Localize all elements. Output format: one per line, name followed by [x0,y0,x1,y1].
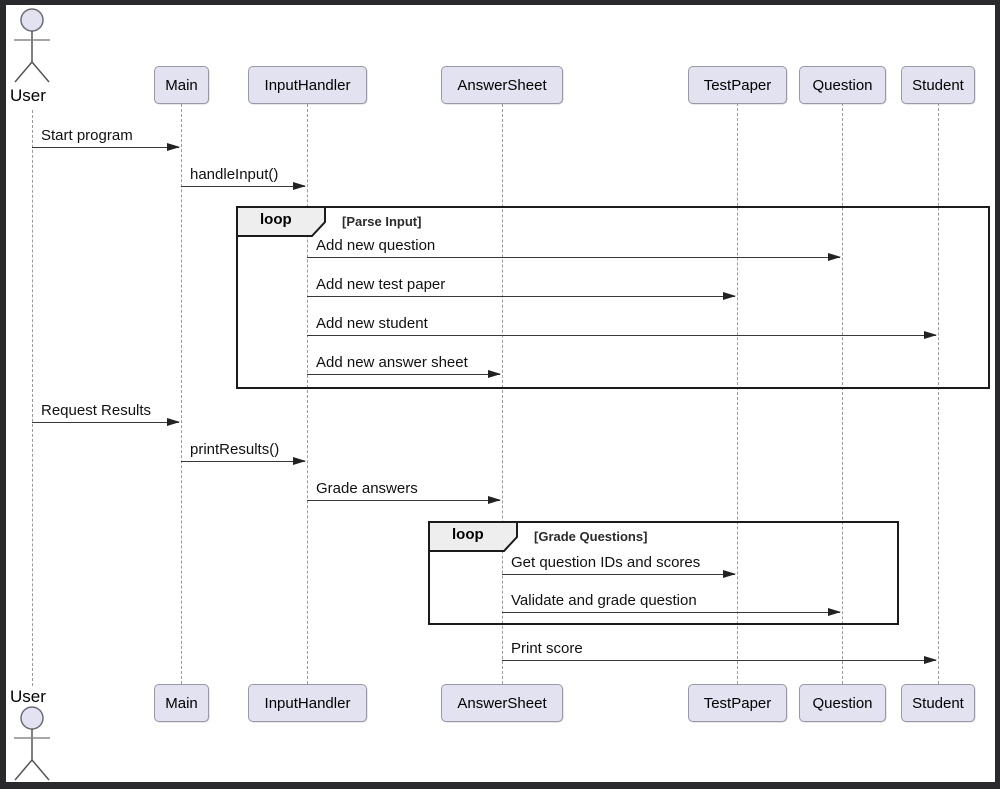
participant-answersheet-top: AnswerSheet [441,66,563,104]
message-label-validate-and-grade: Validate and grade question [511,592,697,609]
message-arrow-add-new-answer-sheet [307,369,501,378]
actor-user-figure-top [14,8,50,83]
participant-question-bottom: Question [799,684,886,722]
arrowhead-icon [167,142,180,151]
message-label-print-score: Print score [511,640,583,657]
message-label-start-program: Start program [41,127,133,144]
message-arrow-add-new-test-paper [307,291,736,300]
lifeline-student [938,103,939,684]
message-label-handleinput: handleInput() [190,166,279,183]
lifeline-question [842,103,843,684]
actor-user-label-top: User [10,86,46,105]
arrowhead-icon [293,456,306,465]
message-label-printresults: printResults() [190,441,280,458]
message-arrow-print-score [502,655,937,664]
actor-user-figure-bottom [14,706,50,781]
message-arrow-request-results [32,417,180,426]
message-label-add-new-answer-sheet: Add new answer sheet [316,354,468,371]
participant-testpaper-top: TestPaper [688,66,787,104]
message-arrow-validate-and-grade [502,607,841,616]
participant-main-top: Main [154,66,209,104]
arrowhead-icon [924,655,937,664]
loop-operator-label: loop [260,211,292,228]
participant-main-bottom: Main [154,684,209,722]
message-arrow-printresults [181,456,306,465]
actor-user-label-bottom: User [10,687,46,706]
loop-pentagon-icon [236,206,326,237]
arrowhead-icon [488,495,501,504]
diagram-paper [6,5,995,782]
arrowhead-icon [167,417,180,426]
message-arrow-add-new-question [307,252,841,261]
message-arrow-start-program [32,142,180,151]
message-arrow-add-new-student [307,330,937,339]
participant-question-top: Question [799,66,886,104]
loop-condition-label: [Parse Input] [342,214,422,229]
loop-frame-grade-questions: loop [Grade Questions] [428,521,899,625]
arrowhead-icon [828,607,841,616]
message-label-add-new-student: Add new student [316,315,428,332]
lifeline-main [181,104,182,684]
lifeline-testpaper [737,103,738,684]
loop-pentagon-icon [428,521,518,552]
loop-condition-label: [Grade Questions] [534,529,648,544]
arrowhead-icon [488,369,501,378]
participant-inputhandler-top: InputHandler [248,66,367,104]
message-label-get-question-ids: Get question IDs and scores [511,554,701,571]
lifeline-answersheet [502,104,503,684]
lifeline-inputhandler [307,104,308,684]
lifeline-user [32,110,33,686]
loop-frame-parse-input: loop [Parse Input] [236,206,990,389]
participant-student-top: Student [901,66,975,104]
message-label-add-new-test-paper: Add new test paper [316,276,446,293]
arrowhead-icon [828,252,841,261]
arrowhead-icon [293,181,306,190]
participant-inputhandler-bottom: InputHandler [248,684,367,722]
participant-student-bottom: Student [901,684,975,722]
message-label-add-new-question: Add new question [316,237,436,254]
loop-operator-label: loop [452,526,484,543]
participant-answersheet-bottom: AnswerSheet [441,684,563,722]
message-arrow-get-question-ids [502,569,736,578]
message-arrow-grade-answers [307,495,501,504]
arrowhead-icon [723,291,736,300]
arrowhead-icon [723,569,736,578]
message-arrow-handleinput [181,181,306,190]
arrowhead-icon [924,330,937,339]
message-label-grade-answers: Grade answers [316,480,418,497]
participant-testpaper-bottom: TestPaper [688,684,787,722]
message-label-request-results: Request Results [41,402,152,419]
